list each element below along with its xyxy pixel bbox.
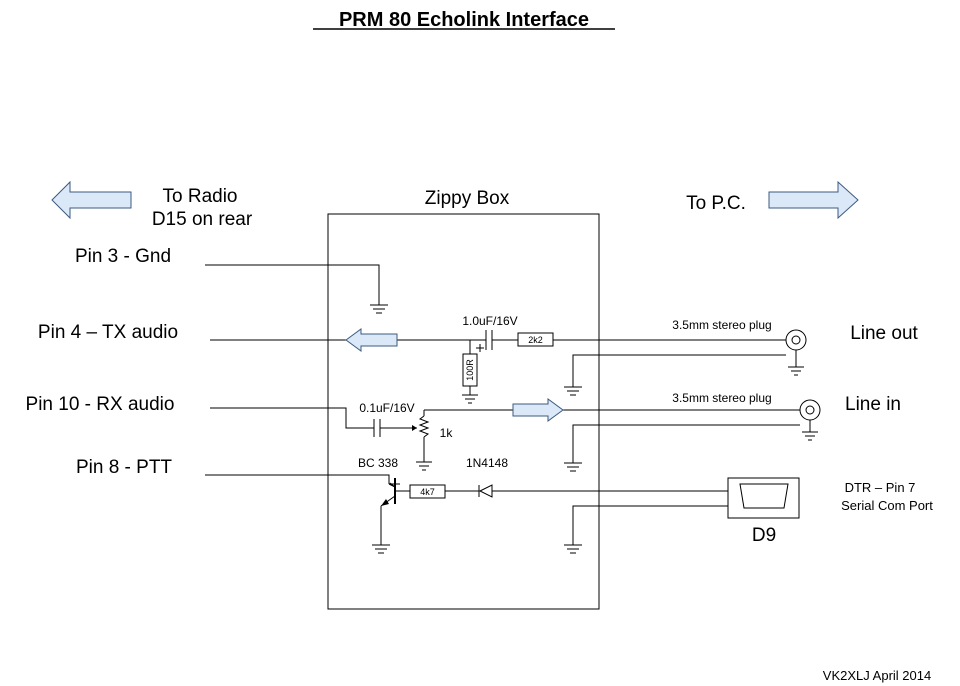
transistor-bc338 xyxy=(372,478,410,554)
resistor-2k2 xyxy=(517,332,554,347)
d9-connector-icon xyxy=(727,477,800,519)
resistor-100r-label: 100R xyxy=(465,359,475,381)
line-in-label: Line in xyxy=(845,394,901,415)
resistor-4k7-label: 4k7 xyxy=(420,487,435,497)
plug-out-label: 3.5mm stereo plug xyxy=(672,318,771,332)
resistor-100r xyxy=(462,353,478,387)
credit-label: VK2XLJ April 2014 xyxy=(823,668,931,683)
line-in-jack xyxy=(799,399,821,441)
line-out-jack xyxy=(785,329,807,376)
dtr-pin7-label: DTR – Pin 7 xyxy=(845,480,916,495)
line-out-ground-wire xyxy=(564,354,786,396)
tx-direction-arrow xyxy=(345,328,398,352)
diode-1n4148 xyxy=(445,484,728,498)
plug-in-label: 3.5mm stereo plug xyxy=(672,391,771,405)
pin10-rx-label: Pin 10 - RX audio xyxy=(26,394,175,415)
pin3-gnd-label: Pin 3 - Gnd xyxy=(75,246,171,267)
potentiometer-label: 1k xyxy=(440,426,454,440)
ptt-wire xyxy=(205,474,390,484)
to-radio-label: To Radio xyxy=(163,186,238,207)
capacitor-rx-label: 0.1uF/16V xyxy=(359,401,414,415)
d9-label: D9 xyxy=(752,525,776,546)
diode-label: 1N4148 xyxy=(466,456,508,470)
capacitor-tx-label: 1.0uF/16V xyxy=(462,314,517,328)
gnd-wire xyxy=(205,264,388,314)
pin8-ptt-label: Pin 8 - PTT xyxy=(76,457,172,478)
d9-ground-wire xyxy=(564,505,728,554)
page-title: PRM 80 Echolink Interface xyxy=(339,9,589,31)
capacitor-rx xyxy=(373,419,381,437)
zippy-box xyxy=(327,213,600,610)
rx-audio-path xyxy=(210,407,800,429)
line-in-ground-wire xyxy=(564,424,800,472)
resistor-2k2-label: 2k2 xyxy=(528,335,543,345)
potentiometer-1k xyxy=(412,410,432,471)
pin4-tx-label: Pin 4 – TX audio xyxy=(38,322,178,343)
transistor-label: BC 338 xyxy=(358,456,398,470)
rx-direction-arrow xyxy=(512,398,564,422)
to-pc-arrow xyxy=(768,180,859,220)
to-pc-label: To P.C. xyxy=(686,193,746,214)
capacitor-tx xyxy=(476,330,493,352)
resistor-100r-branch xyxy=(462,340,478,404)
serial-com-port-label: Serial Com Port xyxy=(841,498,933,513)
line-out-label: Line out xyxy=(850,323,918,344)
zippy-box-label: Zippy Box xyxy=(425,188,510,209)
to-radio-arrow xyxy=(51,180,132,220)
d15-rear-label: D15 on rear xyxy=(152,209,253,230)
